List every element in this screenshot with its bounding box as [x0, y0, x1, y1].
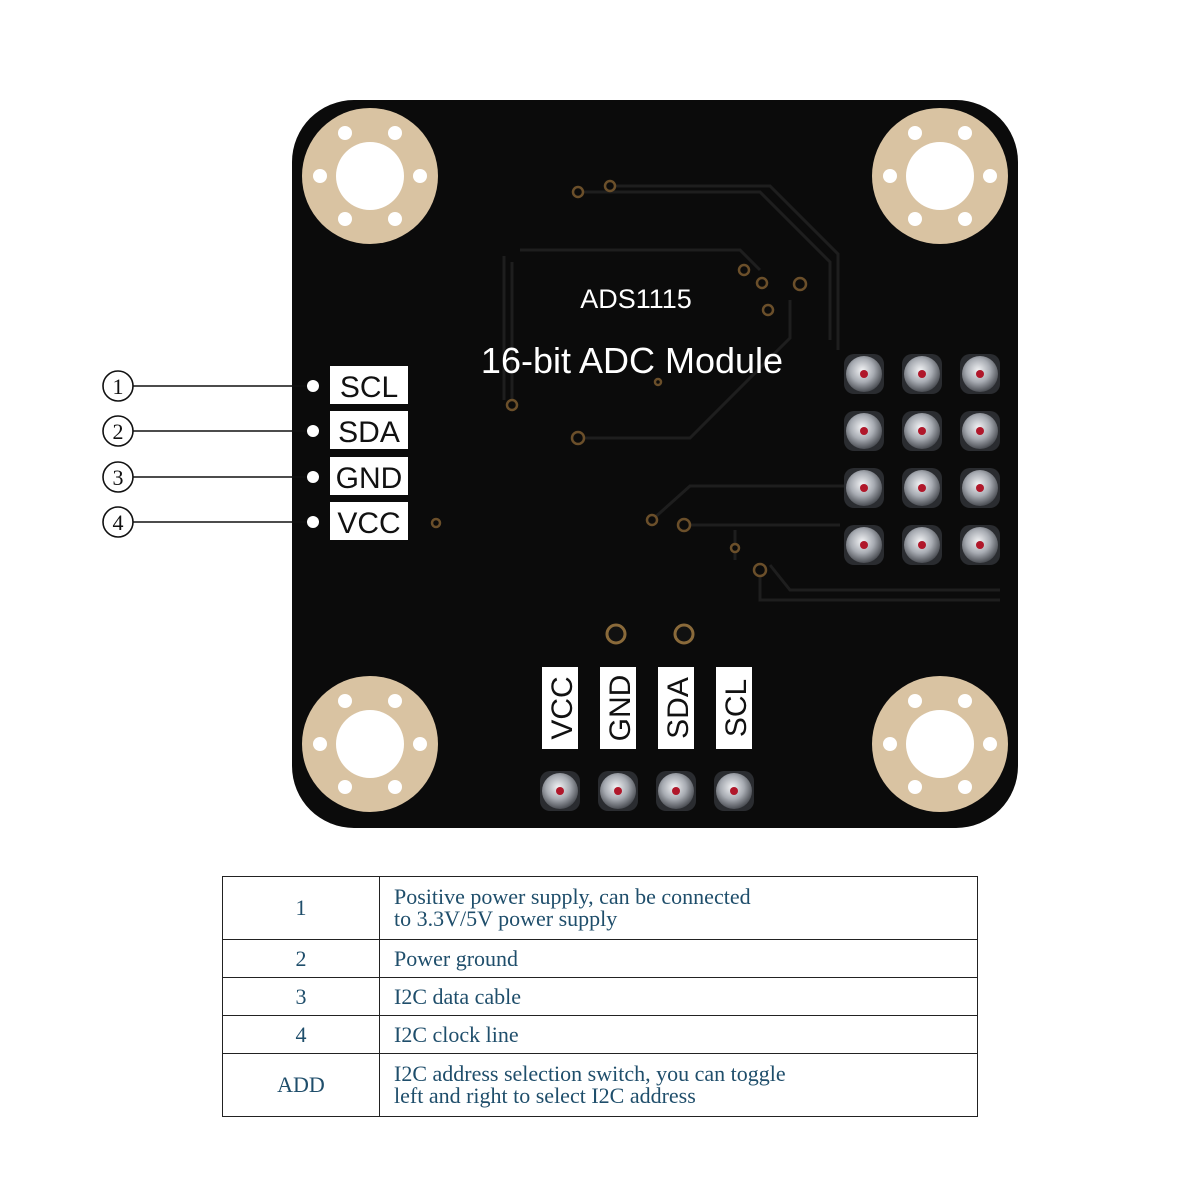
row-description: I2C data cable [379, 977, 978, 1016]
bottom-holes [605, 623, 695, 645]
callout-3: 3 [113, 465, 124, 490]
chip-label: ADS1115 [580, 284, 692, 314]
header-pad [902, 468, 942, 508]
callout-2: 2 [113, 419, 124, 444]
row-description: I2C address selection switch, you can to… [379, 1053, 978, 1117]
mount-hole-top-right [872, 108, 1008, 244]
module-diagram: ADS1115 16-bit ADC Module VCC GND SDA SC… [102, 100, 1018, 828]
bottom-pin-pad [656, 771, 696, 811]
header-pad [844, 468, 884, 508]
row-number: 4 [222, 1015, 380, 1054]
bottom-pin-labels: VCC GND SDA SCL [542, 667, 753, 749]
bottom-pin-pad [714, 771, 754, 811]
side-label-sda: SDA [338, 416, 400, 449]
bottom-pin-pad [598, 771, 638, 811]
row-number: ADD [222, 1053, 380, 1117]
side-label-vcc: VCC [337, 507, 400, 540]
header-pad [902, 354, 942, 394]
table-row: 1 Positive power supply, can be connecte… [222, 876, 978, 940]
bottom-label-vcc: VCC [546, 676, 579, 739]
bottom-label-gnd: GND [604, 675, 637, 742]
side-pin-row-4: 4 VCC [102, 502, 408, 540]
bottom-label-scl: SCL [720, 679, 753, 737]
table-row: 4 I2C clock line [222, 1015, 978, 1054]
side-pin-row-1: 1 SCL [102, 366, 408, 404]
row-number: 1 [222, 876, 380, 940]
row-description: Positive power supply, can be connected … [379, 876, 978, 940]
side-label-scl: SCL [340, 371, 398, 404]
header-pad [844, 354, 884, 394]
bottom-pin-pad [540, 771, 580, 811]
header-pad [960, 411, 1000, 451]
mount-hole-top-left [302, 108, 438, 244]
callout-1: 1 [113, 374, 124, 399]
callout-4: 4 [113, 510, 124, 535]
pcb-traces [502, 184, 1000, 602]
vias [430, 179, 808, 578]
header-pad [960, 468, 1000, 508]
header-pad [902, 411, 942, 451]
header-pad [960, 525, 1000, 565]
table-row: 2 Power ground [222, 939, 978, 978]
mount-hole-bottom-right [872, 676, 1008, 812]
side-pin-row-2: 2 SDA [102, 411, 408, 449]
bottom-label-sda: SDA [662, 677, 695, 739]
header-pad [844, 525, 884, 565]
side-pin-row-3: 3 GND [102, 457, 408, 495]
mount-hole-bottom-left [302, 676, 438, 812]
header-pad [902, 525, 942, 565]
pin-description-table: 1 Positive power supply, can be connecte… [222, 876, 978, 1117]
table-row: 3 I2C data cable [222, 977, 978, 1016]
module-title: 16-bit ADC Module [481, 340, 783, 381]
header-pad [844, 411, 884, 451]
row-number: 3 [222, 977, 380, 1016]
address-header-pads [844, 354, 1000, 565]
bottom-header-pads [540, 771, 754, 811]
row-description: Power ground [379, 939, 978, 978]
table-row: ADD I2C address selection switch, you ca… [222, 1053, 978, 1117]
row-number: 2 [222, 939, 380, 978]
header-pad [960, 354, 1000, 394]
row-description: I2C clock line [379, 1015, 978, 1054]
side-label-gnd: GND [336, 462, 403, 495]
